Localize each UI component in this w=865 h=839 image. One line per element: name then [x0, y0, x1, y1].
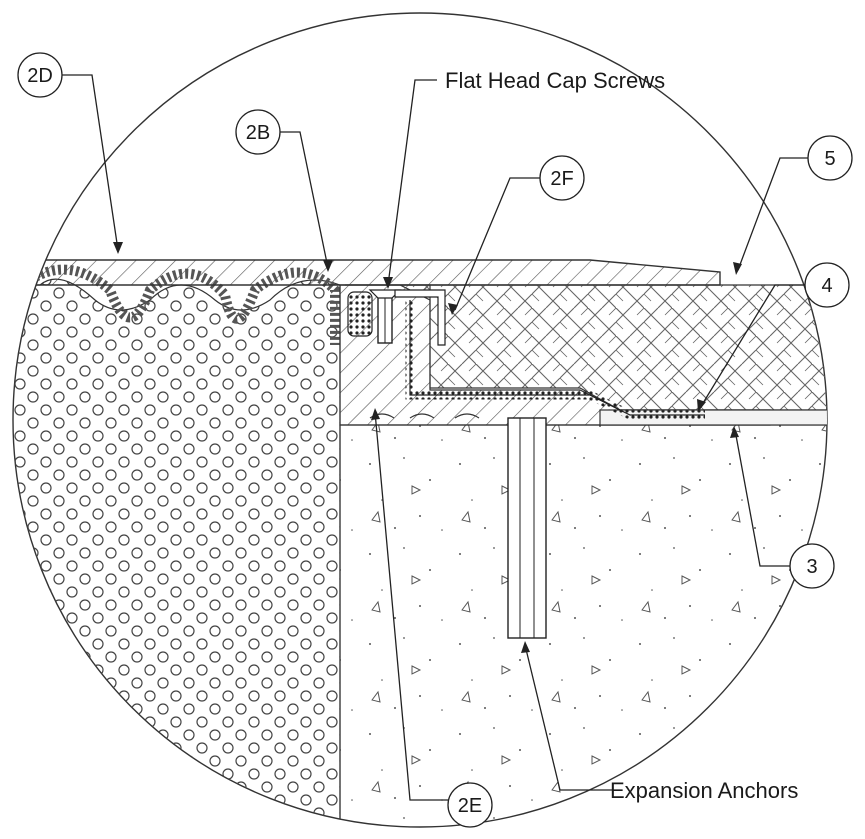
svg-text:2E: 2E [458, 795, 482, 817]
cap-screw-head [368, 289, 402, 299]
svg-text:2B: 2B [246, 122, 270, 144]
svg-text:5: 5 [824, 148, 835, 170]
foam-backer [13, 278, 341, 827]
svg-text:2F: 2F [550, 168, 573, 190]
callout-2b: 2B [235, 109, 281, 155]
label-flat-head-cap-screws: Flat Head Cap Screws [445, 68, 665, 93]
cover-plate [19, 259, 721, 286]
clip-bracket [394, 289, 446, 346]
expansion-anchor [507, 417, 547, 639]
callout-2f: 2F [539, 155, 585, 201]
callout-3: 3 [789, 543, 835, 589]
callout-5: 5 [807, 135, 853, 181]
seal-bulb [347, 291, 373, 337]
svg-text:3: 3 [806, 556, 817, 578]
arrow-heads [113, 242, 742, 653]
seal-outline [409, 300, 705, 416]
base-voids [369, 413, 480, 419]
svg-text:4: 4 [821, 275, 832, 297]
svg-text:2D: 2D [27, 65, 53, 87]
label-expansion-anchors: Expansion Anchors [610, 778, 798, 803]
callout-2d: 2D [17, 52, 63, 98]
callout-4: 4 [804, 262, 850, 308]
concrete-substrate [339, 424, 827, 827]
callout-2e: 2E [447, 782, 493, 828]
leaders [62, 74, 808, 801]
